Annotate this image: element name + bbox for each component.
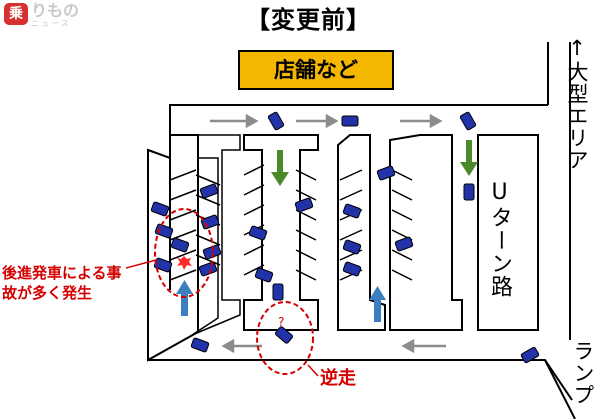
accident-annotation: 後進発車による事故が多く発生 <box>2 264 122 302</box>
collision-burst-icon <box>177 256 192 270</box>
uturn-road-label: Uターン路 <box>487 180 512 298</box>
logo-sub: ニュース <box>31 19 71 28</box>
ramp-edge <box>544 359 573 401</box>
store-box: 店舗など <box>238 50 394 90</box>
logo-name: りもの <box>31 1 80 20</box>
large-area-label: ↑大型エリア <box>565 36 589 171</box>
uturn-road-island <box>477 134 539 331</box>
diagram-title: 【変更前】 <box>246 6 371 34</box>
logo-badge: 乗 <box>4 3 28 25</box>
flow-arrows <box>210 113 446 354</box>
site-logo: 乗 りもの ニュース <box>4 3 79 28</box>
question-mark: ? <box>278 315 284 329</box>
island-center <box>243 134 319 331</box>
accident-leader-line <box>125 259 157 269</box>
reverse-circle <box>256 301 314 375</box>
blue-arrows <box>176 280 386 322</box>
island-right <box>389 134 463 331</box>
reverse-leader-line <box>307 364 319 377</box>
ramp-label: ランプ <box>571 340 595 406</box>
green-arrows <box>271 140 478 186</box>
island-center-left <box>191 134 241 336</box>
accident-circle <box>154 208 214 298</box>
reverse-driving-label: 逆走 <box>320 368 356 389</box>
